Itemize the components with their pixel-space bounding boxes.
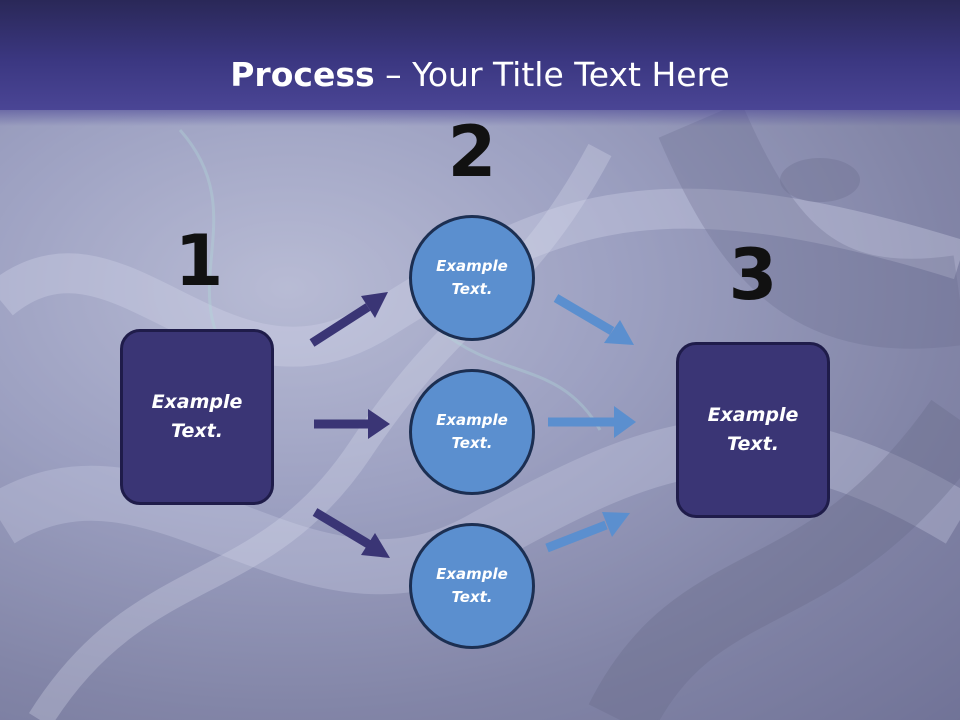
step-number-1: 1 <box>174 220 224 302</box>
process-circle-top: Example Text. <box>409 215 535 341</box>
slide-title-bold: Process <box>230 55 375 94</box>
circle-middle-text: Example Text. <box>436 411 508 452</box>
arrow-bottom-to-right <box>545 512 630 553</box>
arrow-left-to-bottom <box>312 508 390 558</box>
right-process-box: Example Text. <box>676 342 830 518</box>
left-process-box: Example Text. <box>120 329 274 505</box>
step-number-2: 2 <box>447 111 497 193</box>
arrow-top-to-right <box>553 294 634 345</box>
arrow-left-to-middle <box>314 409 390 439</box>
arrow-middle-to-right <box>548 406 636 438</box>
process-circle-middle: Example Text. <box>409 369 535 495</box>
slide-title: Process – Your Title Text Here <box>0 55 960 94</box>
process-circle-bottom: Example Text. <box>409 523 535 649</box>
step-number-3: 3 <box>728 234 778 316</box>
arrow-left-to-top <box>309 292 388 347</box>
left-box-text: Example Text. <box>151 391 243 442</box>
right-box-text: Example Text. <box>707 404 799 455</box>
title-bar <box>0 0 960 110</box>
slide-title-rest: – Your Title Text Here <box>374 55 730 94</box>
title-bar-fade <box>0 110 960 126</box>
circle-bottom-text: Example Text. <box>436 565 508 606</box>
circle-top-text: Example Text. <box>436 257 508 298</box>
